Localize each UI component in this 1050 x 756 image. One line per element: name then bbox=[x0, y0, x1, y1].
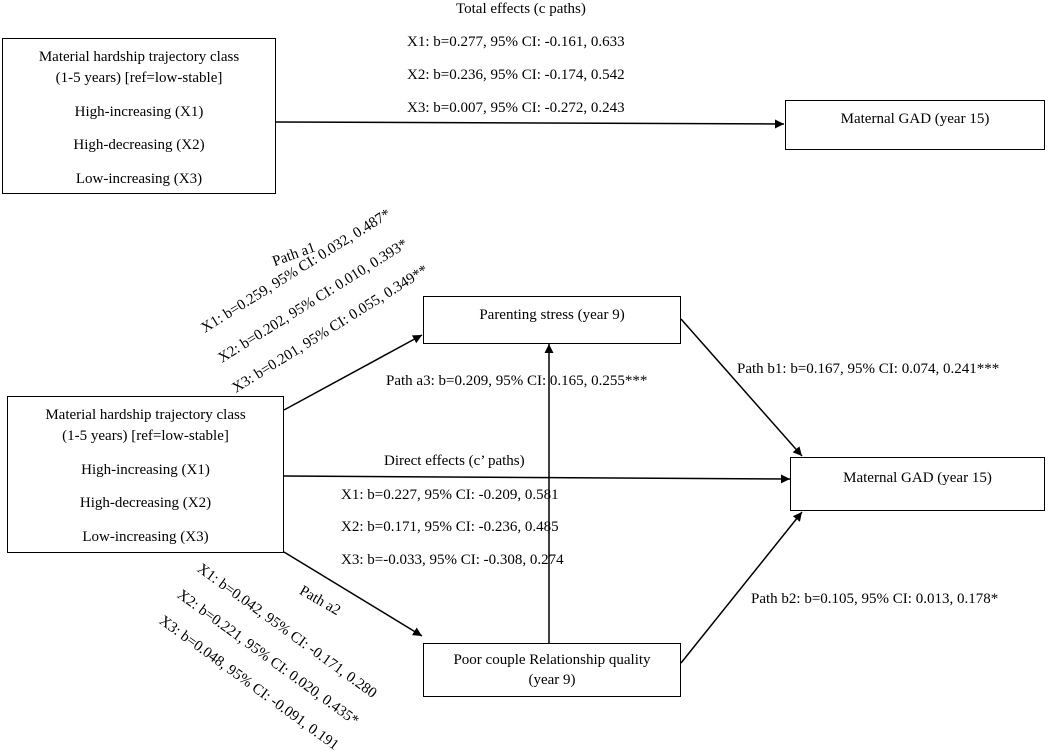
arrow-b1 bbox=[680, 318, 803, 457]
predictor-title-line1: Material hardship trajectory class bbox=[38, 49, 240, 65]
predictor-title-line1: Material hardship trajectory class bbox=[45, 407, 246, 423]
outcome-label: Maternal GAD (year 15) bbox=[840, 111, 990, 127]
total-effect-x3: X3: b=0.007, 95% CI: -0.272, 0.243 bbox=[407, 100, 625, 116]
path-a3-label: Path a3: b=0.209, 95% CI: 0.165, 0.255**… bbox=[386, 373, 648, 389]
predictor-x1: High-increasing (X1) bbox=[81, 462, 210, 478]
predictor-x3: Low-increasing (X3) bbox=[75, 171, 203, 187]
predictor-x3: Low-increasing (X3) bbox=[82, 529, 209, 545]
predictor-box-total: Material hardship trajectory class (1-5 … bbox=[2, 38, 276, 194]
outcome-label: Maternal GAD (year 15) bbox=[843, 470, 992, 486]
total-effects-title: Total effects (c paths) bbox=[456, 1, 586, 17]
arrow-a1 bbox=[283, 334, 423, 411]
mediator-relationship-line1: Poor couple Relationship quality bbox=[453, 652, 651, 668]
predictor-x2: High-decreasing (X2) bbox=[79, 495, 212, 511]
outcome-box-mediation: Maternal GAD (year 15) bbox=[790, 457, 1045, 511]
predictor-x2: High-decreasing (X2) bbox=[73, 137, 205, 153]
arrow-b2 bbox=[680, 511, 803, 664]
total-effect-x2: X2: b=0.236, 95% CI: -0.174, 0.542 bbox=[407, 67, 625, 83]
direct-effect-x1: X1: b=0.227, 95% CI: -0.209, 0.581 bbox=[341, 487, 559, 503]
mediator-parenting-stress-label: Parenting stress (year 9) bbox=[479, 307, 625, 323]
predictor-box-mediation: Material hardship trajectory class (1-5 … bbox=[7, 396, 284, 553]
direct-effect-x2: X2: b=0.171, 95% CI: -0.236, 0.485 bbox=[341, 519, 559, 535]
path-b1-label: Path b1: b=0.167, 95% CI: 0.074, 0.241**… bbox=[737, 361, 1000, 377]
predictor-title-line2: (1-5 years) [ref=low-stable] bbox=[62, 428, 229, 444]
arrow-direct-c-prime bbox=[283, 474, 791, 484]
predictor-title-line2: (1-5 years) [ref=low-stable] bbox=[55, 70, 223, 86]
mediator-relationship-line2: (year 9) bbox=[528, 672, 576, 688]
arrow-a2 bbox=[283, 551, 423, 637]
mediator-relationship-box: Poor couple Relationship quality (year 9… bbox=[423, 643, 681, 697]
direct-effect-x3: X3: b=-0.033, 95% CI: -0.308, 0.274 bbox=[341, 552, 564, 568]
direct-effects-title: Direct effects (c’ paths) bbox=[384, 453, 525, 469]
outcome-box-total: Maternal GAD (year 15) bbox=[785, 100, 1045, 150]
arrow-total-c bbox=[275, 119, 785, 129]
predictor-x1: High-increasing (X1) bbox=[74, 104, 204, 120]
mediator-parenting-stress-box: Parenting stress (year 9) bbox=[423, 296, 681, 344]
path-b2-label: Path b2: b=0.105, 95% CI: 0.013, 0.178* bbox=[751, 591, 999, 607]
total-effect-x1: X1: b=0.277, 95% CI: -0.161, 0.633 bbox=[407, 34, 625, 50]
